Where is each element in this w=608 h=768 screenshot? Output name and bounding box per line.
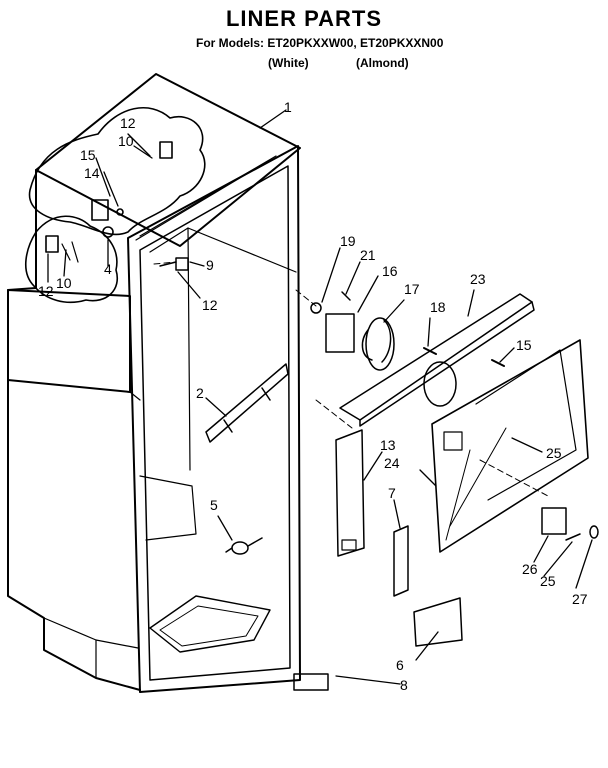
callout-25-upper: 25 bbox=[546, 445, 562, 461]
part-24-panel bbox=[431, 339, 589, 553]
part-23-duct bbox=[339, 293, 535, 427]
exploded-guide-lines bbox=[153, 261, 549, 671]
callout-5: 5 bbox=[210, 497, 218, 513]
part-13-cover bbox=[335, 429, 365, 557]
part-6-bracket bbox=[413, 597, 463, 647]
freezer-wall-section bbox=[25, 106, 206, 304]
part-9-hinge bbox=[159, 257, 189, 271]
callout-26: 26 bbox=[522, 561, 538, 577]
callout-18: 18 bbox=[430, 299, 446, 315]
callout-13: 13 bbox=[380, 437, 396, 453]
models-line: For Models: ET20PKXXW00, ET20PKXXN00 bbox=[196, 36, 444, 50]
parts-26-25-27 bbox=[541, 507, 599, 541]
callout-14: 14 bbox=[84, 165, 100, 181]
callout-27: 27 bbox=[572, 591, 588, 607]
callout-12-hinge: 12 bbox=[202, 297, 218, 313]
callout-17: 17 bbox=[404, 281, 420, 297]
callout-7: 7 bbox=[388, 485, 396, 501]
callout-16: 16 bbox=[382, 263, 398, 279]
cabinet-liner bbox=[7, 73, 301, 693]
callout-15-right: 15 bbox=[516, 337, 532, 353]
callout-8: 8 bbox=[400, 677, 408, 693]
callout-9: 9 bbox=[206, 257, 214, 273]
callout-15-top: 15 bbox=[80, 147, 96, 163]
variant-white-label: (White) bbox=[268, 56, 309, 70]
page-title: LINER PARTS bbox=[225, 6, 383, 31]
part-15-screw bbox=[491, 359, 505, 367]
callout-2: 2 bbox=[196, 385, 204, 401]
part-8-strip bbox=[293, 673, 329, 691]
callout-1: 1 bbox=[284, 99, 292, 115]
callout-numbers: 1 2 4 5 6 7 8 9 10 10 12 12 12 13 14 15 … bbox=[38, 99, 588, 693]
part-5-knob bbox=[225, 537, 263, 555]
callout-23: 23 bbox=[470, 271, 486, 287]
callout-25-lower: 25 bbox=[540, 573, 556, 589]
callout-4: 4 bbox=[104, 261, 112, 277]
part-2-bracket bbox=[205, 363, 289, 443]
callout-6: 6 bbox=[396, 657, 404, 673]
callout-24: 24 bbox=[384, 455, 400, 471]
fan-assembly bbox=[310, 291, 395, 371]
callout-12-left: 12 bbox=[38, 283, 54, 299]
callout-21: 21 bbox=[360, 247, 376, 263]
callout-19: 19 bbox=[340, 233, 356, 249]
variant-almond-label: (Almond) bbox=[356, 56, 409, 70]
callout-10-top: 10 bbox=[118, 133, 134, 149]
callout-12-top: 12 bbox=[120, 115, 136, 131]
callout-leaders bbox=[47, 109, 593, 685]
part-7-panel bbox=[393, 525, 409, 597]
callout-10-left: 10 bbox=[56, 275, 72, 291]
